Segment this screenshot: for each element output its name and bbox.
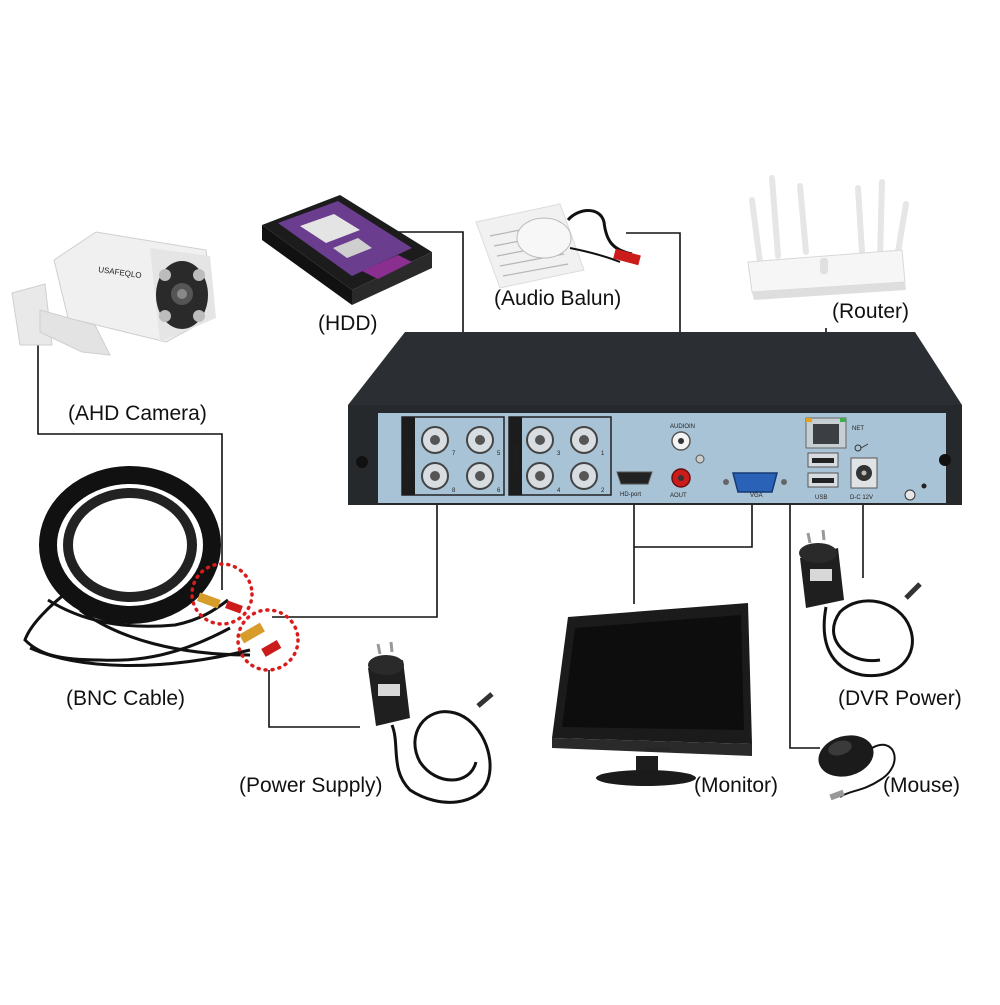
audio-in-port <box>671 431 691 451</box>
mouse-image <box>818 735 896 801</box>
usb-symbol-icon <box>854 443 869 452</box>
audio-in-label: AUDIOIN <box>670 424 695 430</box>
label-router: (Router) <box>832 300 910 323</box>
monitor-brand: SAMSUNG <box>645 747 670 753</box>
channel-number: 5 <box>497 451 501 457</box>
vga-label: VGA <box>750 493 763 499</box>
line-monitor-vga <box>634 494 753 548</box>
channel-number: 7 <box>452 451 456 457</box>
bnc-port <box>466 426 494 454</box>
label-bnc-cable: (BNC Cable) <box>66 687 186 710</box>
vga-port <box>723 472 787 493</box>
monitor-image: SAMSUNG <box>552 603 752 786</box>
audio-out-port <box>671 468 691 488</box>
label-dvr-power: (DVR Power) <box>838 687 962 710</box>
bnc-port <box>526 426 554 454</box>
dc-label: D-C 12V <box>850 495 873 501</box>
bnc-port <box>421 462 449 490</box>
hdmi-label: HD-port <box>620 492 641 498</box>
bnc-cable-image <box>23 466 300 672</box>
ahd-camera-image: USAFEQLO <box>11 231 216 356</box>
dvr-power-adapter-image <box>799 529 922 678</box>
usb-port <box>807 472 839 488</box>
ethernet-port <box>805 417 847 449</box>
video-in-label-right: VIDEOIN <box>513 446 520 475</box>
channel-number: 8 <box>452 488 456 494</box>
channel-number: 3 <box>557 451 561 457</box>
label-hdd: (HDD) <box>318 312 378 335</box>
bnc-port <box>570 462 598 490</box>
usb-label: USB <box>815 495 827 501</box>
dvr-recorder: VIDEOIN 7 5 8 6 VIDEOIN 3 1 4 2 AUDIOIN <box>348 332 962 505</box>
hdmi-port <box>616 471 653 485</box>
label-power-supply: (Power Supply) <box>239 774 383 797</box>
audio-balun-image <box>475 203 641 289</box>
line-hdd <box>378 231 464 356</box>
bnc-port <box>466 462 494 490</box>
ground-screw-icon <box>904 489 916 501</box>
channel-number: 2 <box>601 488 605 494</box>
highlight-circle <box>236 608 300 672</box>
channel-number: 4 <box>557 488 561 494</box>
label-mouse: (Mouse) <box>883 774 961 797</box>
bnc-port <box>421 426 449 454</box>
power-supply-image <box>368 641 494 804</box>
video-input-block-right: VIDEOIN 3 1 4 2 <box>508 416 612 496</box>
bnc-port <box>570 426 598 454</box>
label-monitor: (Monitor) <box>694 774 779 797</box>
usb-port <box>807 452 839 468</box>
channel-number: 6 <box>497 488 501 494</box>
line-camera <box>37 345 223 590</box>
bnc-port <box>526 462 554 490</box>
net-label: NET <box>852 426 864 432</box>
audio-out-label: AOUT <box>670 493 687 499</box>
hdd-image <box>262 195 432 305</box>
highlight-circle <box>190 562 254 626</box>
line-bnc-video <box>272 496 438 618</box>
channel-number: 1 <box>601 451 605 457</box>
video-input-block-left: VIDEOIN 7 5 8 6 <box>401 416 505 496</box>
label-ahd-camera: (AHD Camera) <box>68 402 207 425</box>
video-in-label-left: VIDEOIN <box>406 446 413 475</box>
dc-power-port <box>850 457 878 489</box>
line-power-supply <box>268 670 360 728</box>
label-audio-balun: (Audio Balun) <box>494 287 622 310</box>
router-image <box>747 175 909 300</box>
